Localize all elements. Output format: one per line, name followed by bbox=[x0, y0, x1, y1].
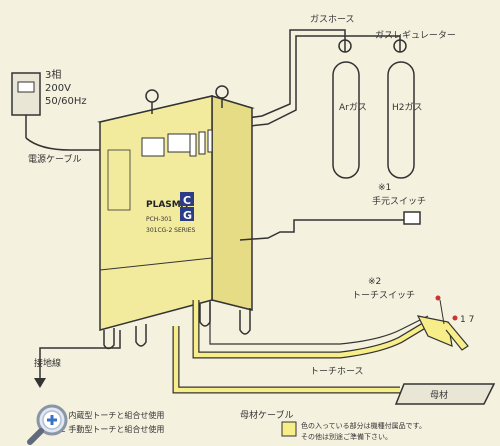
footnote-1: ※1 内蔵型トーチと組合せ使用 bbox=[54, 410, 164, 420]
model-line2: 301CG-2 SERIES bbox=[146, 227, 196, 234]
badge-bottom bbox=[180, 207, 194, 221]
ground-label: 接地線 bbox=[34, 357, 61, 369]
ground-line bbox=[39, 330, 121, 380]
h2-cylinder bbox=[387, 39, 415, 179]
gas-hose-ar bbox=[231, 29, 346, 121]
ar-cylinder-label: Arガス bbox=[339, 102, 367, 113]
torch-hose-label: トーチホース bbox=[310, 366, 364, 377]
zoom-in-icon[interactable] bbox=[26, 402, 70, 446]
hand-switch-label: 手元スイッチ bbox=[372, 195, 426, 207]
torch-switch-label: トーチスイッチ bbox=[352, 290, 415, 301]
note2-label: ※2 bbox=[368, 277, 381, 287]
legend-swatch bbox=[281, 421, 297, 437]
gas-hose-label: ガスホース bbox=[310, 14, 355, 25]
footnote-2: ※2 手動型トーチと組合せ使用 bbox=[54, 424, 164, 434]
ground-arrow bbox=[34, 378, 46, 388]
badge-top-letter: C bbox=[183, 194, 191, 207]
power-cable-line bbox=[25, 137, 120, 151]
plasma-power-unit bbox=[97, 85, 255, 350]
badge-bottom-letter: G bbox=[183, 209, 192, 222]
note1-label: ※1 bbox=[378, 183, 391, 193]
h2-cylinder-label: H2ガス bbox=[392, 102, 423, 113]
model-line1: PCH-301 bbox=[146, 216, 172, 223]
gas-hose-h2 bbox=[231, 35, 401, 129]
torch-tag-label: 1 7 bbox=[460, 315, 474, 325]
work-cable-fill bbox=[173, 326, 400, 393]
plasma-torch bbox=[416, 295, 469, 351]
power-cable-label: 電源ケーブル bbox=[28, 153, 81, 165]
torch-hose-inner bbox=[209, 300, 429, 345]
power-phase-label: 3相 bbox=[45, 68, 61, 81]
ar-cylinder bbox=[332, 39, 360, 179]
torch-hose-fill bbox=[193, 300, 432, 358]
hand-switch-box bbox=[403, 211, 421, 225]
legend-line1: 色の入っている部分は機種付属品です。 bbox=[301, 421, 426, 430]
brand-label: PLASMA bbox=[146, 200, 188, 210]
badge-top bbox=[180, 192, 194, 206]
hand-switch-cable bbox=[239, 219, 404, 241]
gas-regulator-label: ガスレギュレーター bbox=[375, 30, 456, 41]
workpiece-plate bbox=[394, 383, 496, 405]
workpiece-label: 母材 bbox=[430, 389, 448, 401]
work-cable-label: 母材ケーブル bbox=[240, 409, 293, 421]
legend-line2: その他は別途ご準備下さい。 bbox=[301, 432, 392, 441]
power-voltage-label: 200V bbox=[45, 83, 71, 94]
power-frequency-label: 50/60Hz bbox=[45, 96, 87, 107]
torch-hose-outline bbox=[192, 300, 432, 359]
power-outlet-box bbox=[11, 72, 41, 138]
